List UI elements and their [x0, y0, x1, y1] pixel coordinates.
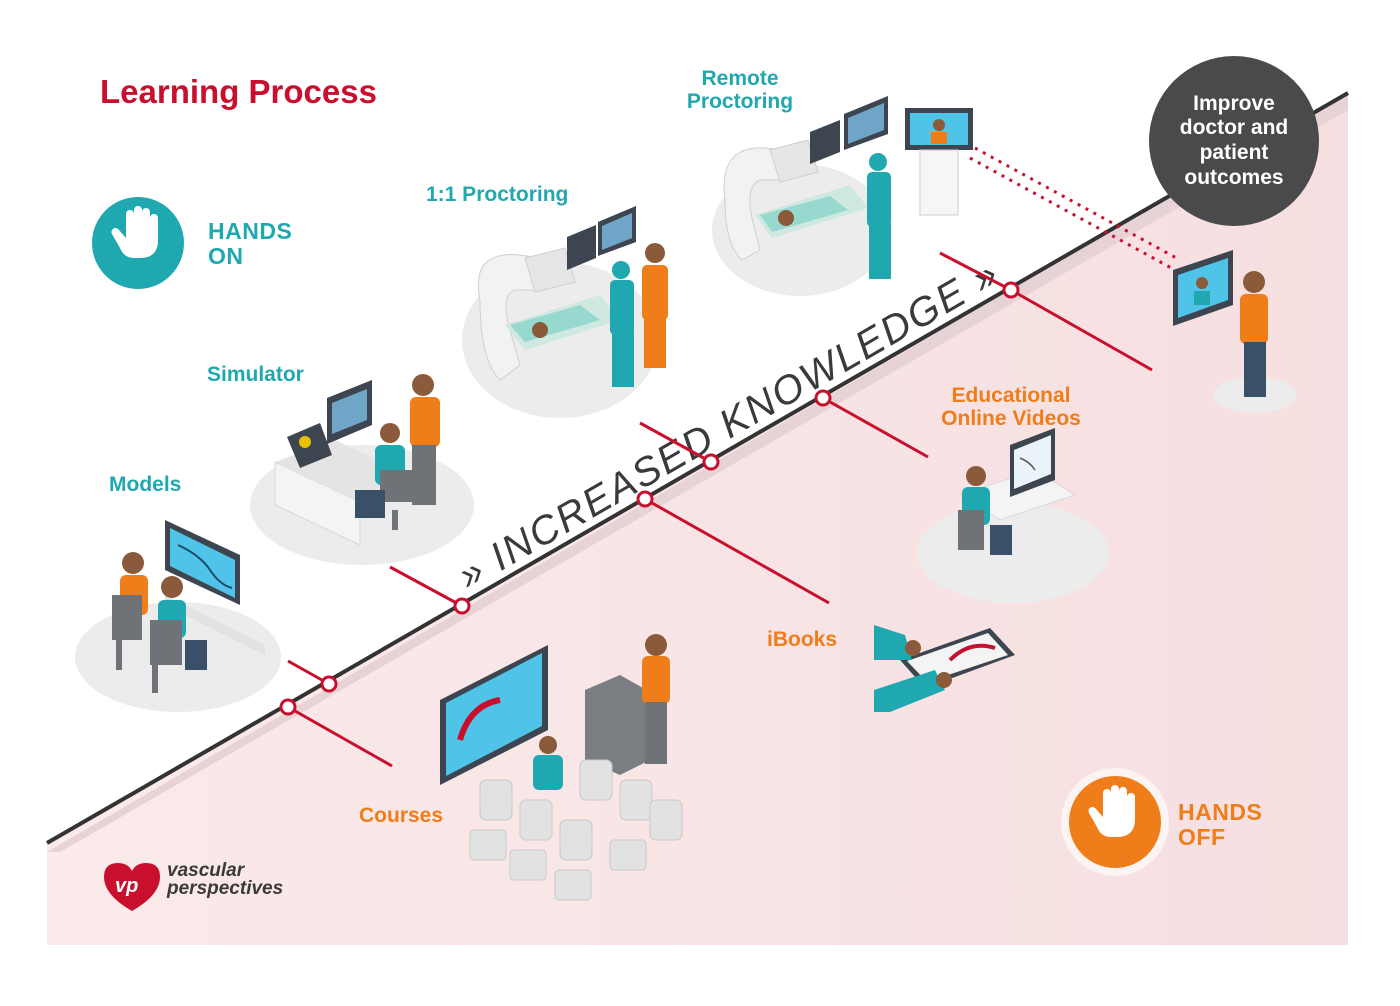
outcome-line1: Improve — [1193, 91, 1275, 115]
stage-educational-videos: Educational Online Videos — [928, 384, 1094, 430]
hands-on-label: HANDS ON — [208, 219, 292, 269]
connector-lines — [287, 251, 1153, 768]
brand-logo-mark: vp — [104, 863, 160, 911]
hands-off-zone — [47, 93, 1348, 945]
stage-courses: Courses — [359, 804, 444, 827]
ibooks-illustration — [874, 625, 1015, 712]
hands-on-line2: ON — [208, 242, 244, 269]
stage-one-to-one-proctoring: 1:1 Proctoring — [426, 183, 569, 206]
proctoring-illustration — [462, 206, 668, 418]
page-title: Learning Process — [100, 73, 377, 110]
remote-doctor-illustration — [1173, 250, 1297, 413]
remote-line2: Proctoring — [686, 89, 794, 113]
simulator-illustration — [250, 374, 474, 565]
online-videos-illustration — [917, 428, 1109, 603]
remote-proctoring-illustration — [712, 96, 973, 296]
hands-on-badge — [92, 197, 184, 289]
outcome-line4: outcomes — [1184, 165, 1284, 189]
connector-nodes — [279, 281, 1020, 716]
videos-line2: Online Videos — [941, 406, 1081, 430]
signal-waves — [969, 146, 1181, 272]
stage-models: Models — [109, 473, 182, 496]
brand-line2: perspectives — [167, 878, 284, 900]
hands-off-line2: OFF — [1178, 823, 1226, 850]
hands-off-label: HANDS OFF — [1178, 800, 1262, 850]
stage-simulator: Simulator — [207, 363, 304, 386]
hands-off-badge — [1061, 768, 1169, 876]
courses-illustration — [440, 634, 683, 901]
hands-off-line1: HANDS — [1178, 799, 1263, 825]
hands-on-line1: HANDS — [208, 218, 293, 244]
brand-name: vascular perspectives — [167, 860, 284, 900]
stage-ibooks: iBooks — [767, 628, 838, 651]
videos-line1: Educational — [951, 384, 1071, 407]
brand-line1: vascular — [167, 860, 245, 881]
svg-text:vp: vp — [115, 875, 138, 897]
outcome-circle: Improve doctor and patient outcomes — [1149, 56, 1319, 226]
outcome-line3: patient — [1199, 141, 1269, 164]
remote-line1: Remote — [701, 67, 779, 90]
models-illustration — [75, 520, 281, 712]
outcome-line2: doctor and — [1179, 116, 1289, 140]
stage-remote-proctoring: Remote Proctoring — [678, 67, 802, 113]
knowledge-axis-line — [46, 91, 1349, 845]
